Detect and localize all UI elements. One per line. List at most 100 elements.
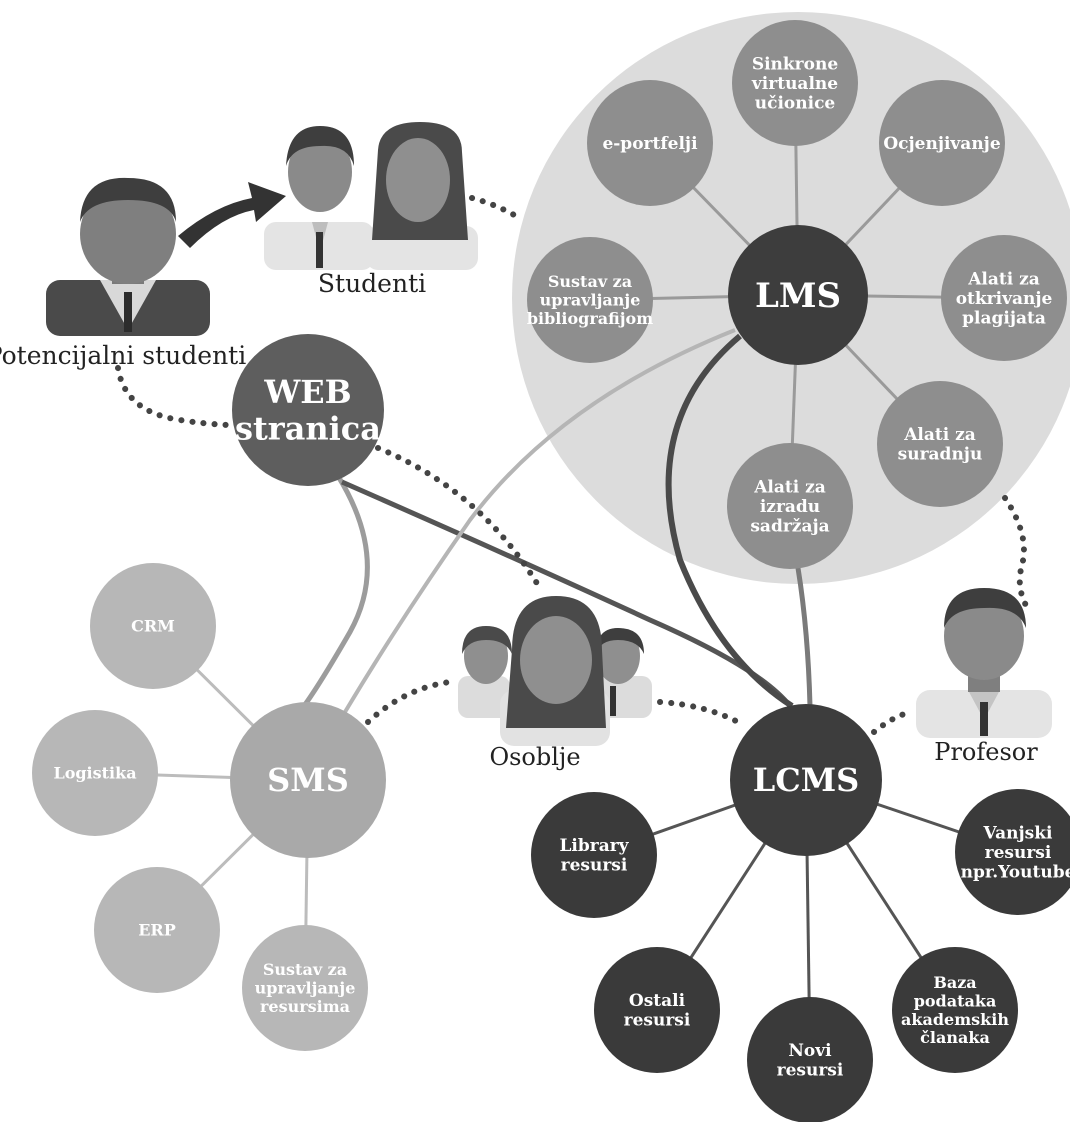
lms-node-sinkrone-circle [732,20,858,146]
lms-node-ocjenjivanje-circle [879,80,1005,206]
potential-student-figure [46,177,210,336]
lms-node-eportfelji: e-portfelji [587,80,713,206]
lms-node-sinkrone-label: virtualne [751,74,838,94]
lcms-node-library-label: resursi [561,856,628,876]
lms-hub-circle [728,225,868,365]
sms-node-erp: ERP [94,867,220,993]
professor-label: Profesor [934,738,1038,766]
lcms-node-library-circle [531,792,657,918]
lms-node-eportfelji-circle [587,80,713,206]
link-lms-lcms [665,333,794,709]
lms-node-bibliografija-circle [527,237,653,363]
sms-node-logistika-label: Logistika [53,764,136,783]
sms-node-crm: CRM [90,563,216,689]
dotted-osoblje-lcms [657,699,741,725]
lms-node-sadrzaj-label: Alati za [753,477,826,497]
dotted-studenti-lms [469,195,519,219]
lms-node-plagijat-label: otkrivanje [956,289,1053,309]
lcms-hub-label: LCMS [753,761,860,799]
students-figure [264,122,478,270]
sms-node-erp-circle [94,867,220,993]
lms-node-eportfelji-label: e-portfelji [602,134,698,154]
potential-students-label: Potencijalni studenti [0,341,246,370]
sms-node-crm-circle [90,563,216,689]
lms-node-sadrzaj-label: izradu [760,497,820,517]
lms-node-plagijat-circle [941,235,1067,361]
lms-node-bibliografija-label: bibliografijom [527,309,653,328]
staff-figure [458,596,652,746]
sms-node-resursi-circle [242,925,368,1051]
students-label: Studenti [318,269,426,298]
lcms-hub-circle [730,704,882,856]
lcms-node-ostali-label: resursi [624,1011,691,1031]
sms-node-crm-label: CRM [131,617,175,636]
lcms-node-vanjski-label: npr.Youtube [961,863,1070,883]
lcms-node-baza-label: članaka [920,1028,990,1047]
lcms-node-baza-label: Baza [933,973,976,992]
lcms-node-ostali-label: Ostali [629,991,686,1011]
web-hub-circle [232,334,384,486]
dotted-potencijalni-web [115,365,231,428]
link-lms-sms [343,328,736,714]
lcms-node-novi-label: Novi [788,1041,832,1061]
professor-figure [916,588,1052,738]
lms-node-sinkrone-label: Sinkrone [752,54,839,74]
sms-node-resursi-label: upravljanje [255,979,356,998]
lms-node-ocjenjivanje-label: Ocjenjivanje [883,134,1000,154]
sms-node-erp-label: ERP [138,921,176,940]
lms-node-plagijat-label: Alati za [967,269,1040,289]
lms-node-ocjenjivanje: Ocjenjivanje [879,80,1005,206]
lcms-node-vanjski-label: Vanjski [983,823,1054,843]
lms-node-sadrzaj-label: sadržaja [750,517,829,537]
people-group: Potencijalni studenti Studenti Oso [0,122,1052,771]
lcms-node-ostali-circle [594,947,720,1073]
sms-node-resursi-label: resursima [260,997,350,1016]
dotted-sms-osoblje [365,679,453,725]
dotted-profesor-lcms [871,709,915,735]
lms-node-sinkrone-label: učionice [755,94,836,114]
lms-node-plagijat-label: plagijata [962,309,1046,329]
lms-node-bibliografija-label: upravljanje [540,291,641,310]
lcms-node-novi-label: resursi [777,1061,844,1081]
web-hub-label: WEB [263,373,351,411]
lms-node-suradnja-circle [877,381,1003,507]
sms-hub: SMS [230,702,386,858]
sms-hub-circle [230,702,386,858]
lcms-node-library-label: Library [559,836,629,856]
web-hub-label: stranica [235,410,381,448]
lcms-node-baza-label: akademskih [901,1010,1009,1029]
lms-node-suradnja-label: suradnju [898,445,983,465]
arrow-icon [178,182,286,248]
lms-node-bibliografija-label: Sustav za [548,272,632,291]
sms-hub-label: SMS [267,761,349,799]
lms-hub: LMS [728,225,868,365]
lcms-node-novi-circle [747,997,873,1122]
lcms-hub: LCMS [730,704,882,856]
dotted-web-osoblje [375,445,541,588]
lcms-node-vanjski-label: resursi [985,843,1052,863]
lms-node-suradnja-label: Alati za [903,425,976,445]
lcms-node-vanjski-circle [955,789,1070,915]
dotted-lms-profesor [1002,495,1033,615]
lcms-node-baza-circle [892,947,1018,1073]
sms-node-logistika: Logistika [32,710,158,836]
staff-label: Osoblje [489,743,580,771]
lms-node-sadrzaj-circle [727,443,853,569]
lms-hub-label: LMS [755,276,841,316]
dotted-connectors [115,195,1033,735]
sms-node-logistika-circle [32,710,158,836]
